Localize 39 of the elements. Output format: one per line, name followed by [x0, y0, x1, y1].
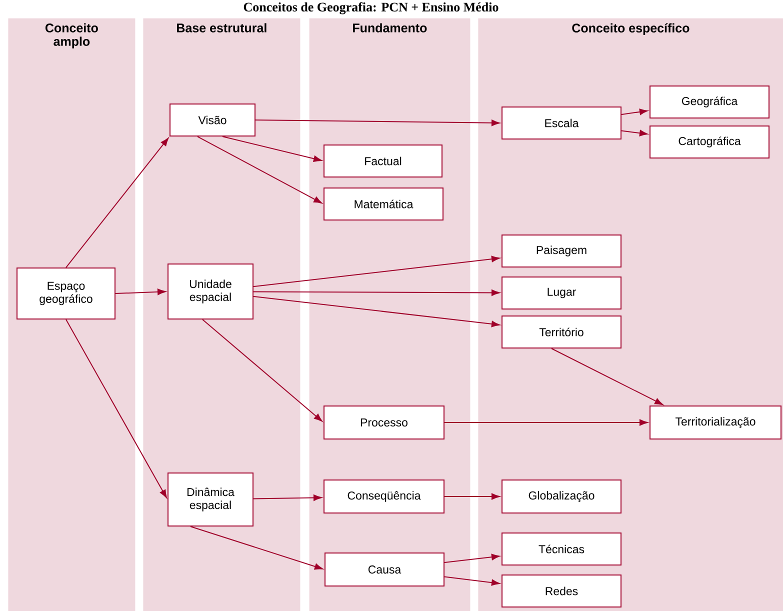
concept-box: Factual: [324, 144, 442, 178]
title: Conceitos de Geografia: PCN + Ensino Médio: [244, 2, 498, 14]
arrow: [66, 138, 169, 268]
arrow: [444, 493, 500, 500]
arrow: [253, 290, 500, 296]
concept-box: Escala: [502, 106, 622, 140]
concept-box: Conseqüência: [324, 480, 444, 514]
arrow: [197, 136, 322, 204]
arrow: [115, 288, 166, 296]
arrow: [253, 296, 500, 328]
concept-box: Paisagem: [502, 234, 622, 268]
arrow: [255, 120, 500, 126]
concept-box: Unidade espacial: [168, 264, 254, 320]
arrow: [621, 108, 648, 115]
arrow: [66, 319, 167, 498]
arrow: [222, 136, 322, 162]
concept-box: Matemática: [324, 188, 444, 220]
arrow: [253, 256, 500, 288]
concept-box: Processo: [324, 406, 444, 440]
concept-box: Redes: [502, 574, 622, 608]
concept-box: Visão: [170, 104, 256, 136]
concept-box: Técnicas: [502, 532, 622, 566]
arrow: [190, 526, 323, 570]
arrow: [444, 576, 500, 586]
arrow: [253, 494, 322, 501]
arrow: [551, 348, 664, 406]
concept-box: Cartográfica: [650, 126, 770, 158]
arrow: [444, 554, 500, 564]
arrow: [444, 419, 648, 426]
concept-box: Causa: [324, 552, 444, 586]
concept-box: Geográfica: [650, 86, 770, 118]
concept-box: Territorialização: [650, 406, 782, 440]
arrow: [621, 130, 648, 136]
concept-box: Território: [502, 316, 622, 348]
arrow: [202, 319, 322, 422]
concept-box: Lugar: [502, 276, 622, 310]
concept-box: Espaço geográfico: [16, 268, 116, 320]
concept-box: Dinâmica espacial: [168, 472, 254, 526]
concept-box: Globalização: [502, 480, 622, 514]
